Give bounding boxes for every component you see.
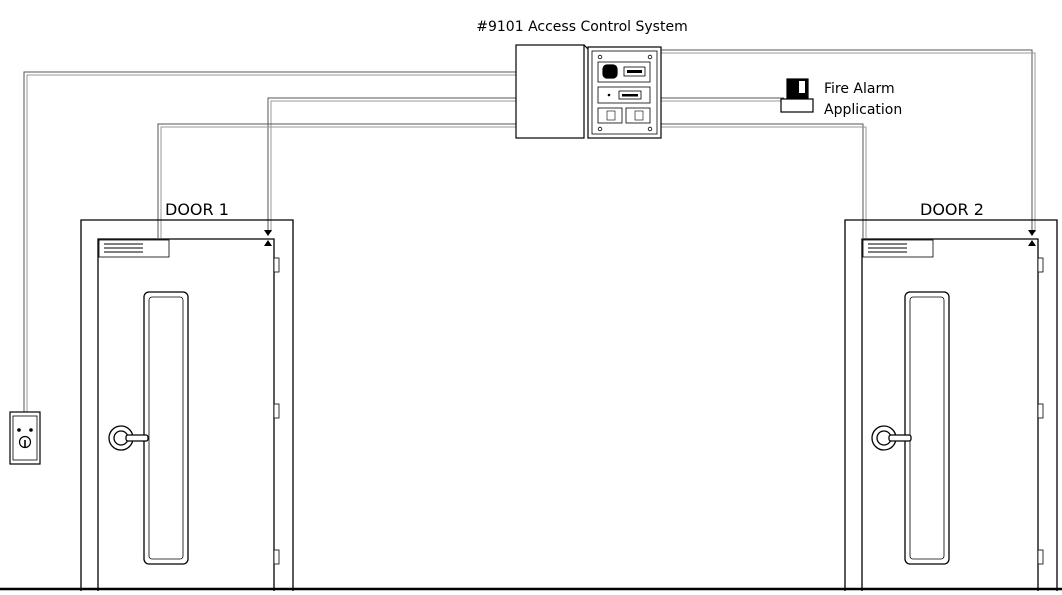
- fire-alarm-label-line2: Application: [824, 102, 902, 118]
- door2-hinge-middle: [1037, 403, 1044, 419]
- wiring: [23, 49, 1036, 412]
- door1-hinge-bottom: [273, 549, 280, 565]
- wire-door2-magnet: [660, 49, 1033, 232]
- wire-door1-closer: [157, 123, 516, 238]
- door-closer-icon: [98, 239, 170, 258]
- door-handle-icon: [871, 425, 912, 451]
- door2-frame: [844, 219, 1058, 591]
- wire-door1-magnet: [267, 97, 516, 232]
- door-magnet-icon: [1028, 230, 1036, 246]
- door1: [80, 219, 294, 591]
- door2-hinge-top: [1037, 257, 1044, 273]
- door1-hinge-top: [273, 257, 280, 273]
- door1-frame: [80, 219, 294, 591]
- door-closer-icon: [862, 239, 934, 258]
- door1-hinge-middle: [273, 403, 280, 419]
- wire-door2-closer-inner: [660, 126, 867, 238]
- wire-door1-magnet-inner: [270, 100, 516, 232]
- control-panel-icon: [515, 44, 662, 139]
- door2-hinge-bottom: [1037, 549, 1044, 565]
- door2: [844, 219, 1058, 591]
- door2-leaf: [861, 238, 1039, 591]
- wire-door1-closer-inner: [160, 126, 516, 238]
- wire-door2-closer: [660, 123, 864, 238]
- system-title: #9101 Access Control System: [476, 19, 687, 35]
- keyswitch-icon: [9, 411, 41, 465]
- fire-alarm-icon: [780, 78, 814, 113]
- wire-keyswitch: [23, 71, 516, 412]
- wire-keyswitch-inner: [26, 74, 516, 412]
- wire-door2-magnet-inner: [660, 52, 1036, 232]
- door-handle-icon: [108, 425, 149, 451]
- door-magnet-icon: [264, 230, 272, 246]
- door1-label: DOOR 1: [165, 200, 229, 219]
- fire-alarm-label-line1: Fire Alarm: [824, 81, 895, 97]
- door2-label: DOOR 2: [920, 200, 984, 219]
